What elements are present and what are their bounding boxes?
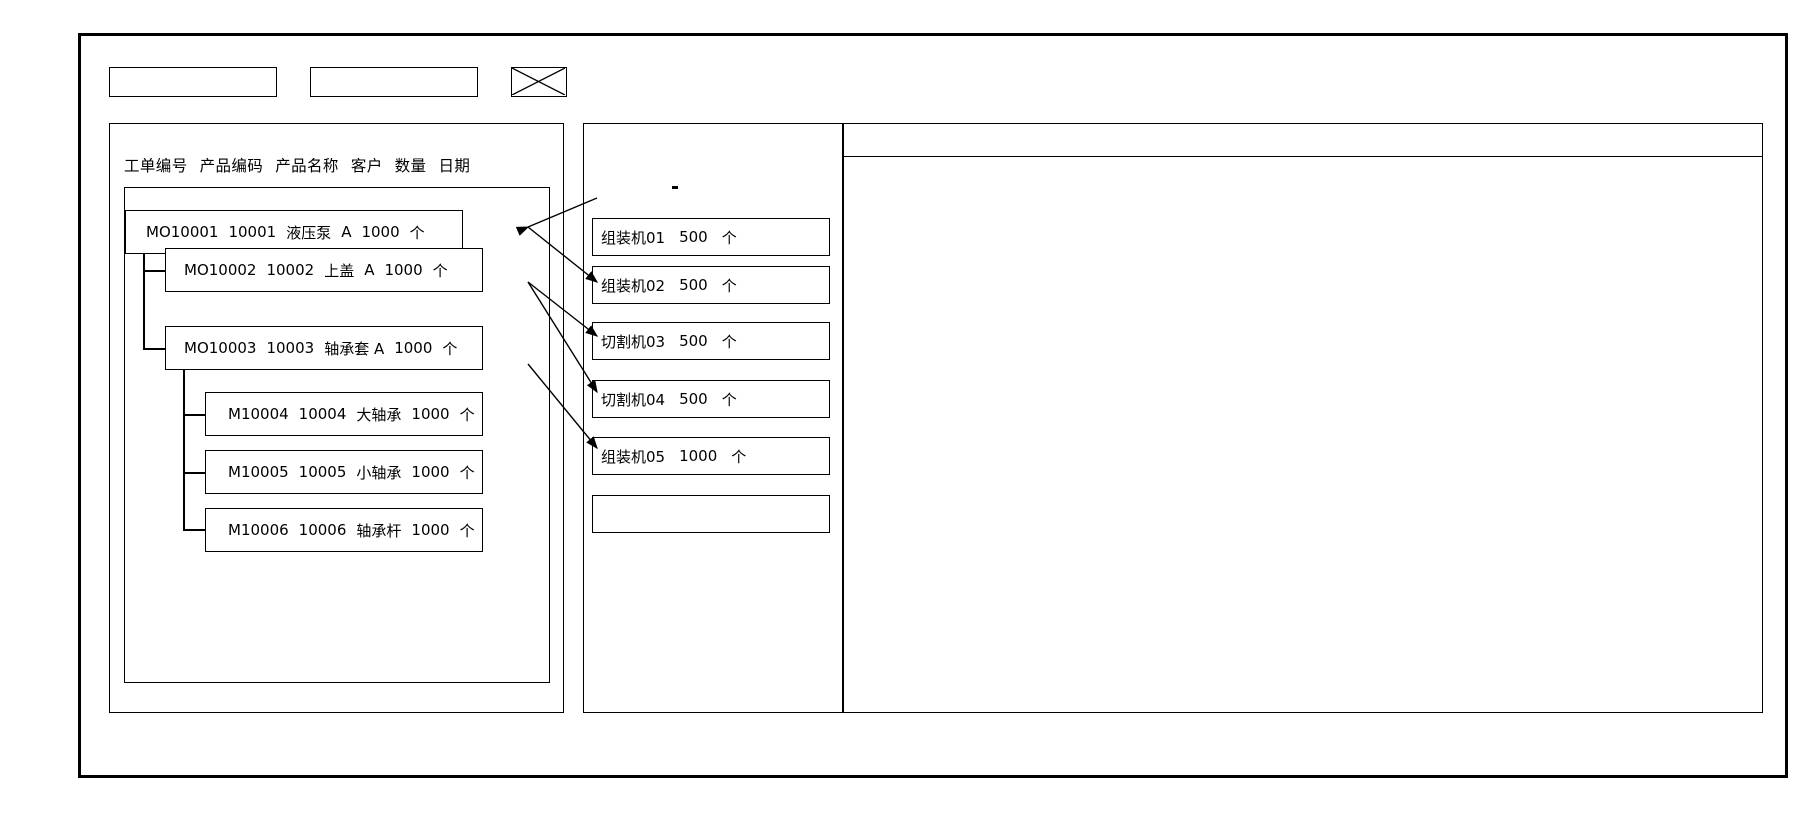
row-unit: 个 — [442, 339, 458, 358]
column-header-product-name: 产品名称 — [275, 157, 339, 175]
machine-unit: 个 — [721, 276, 737, 295]
machine-row[interactable]: 切割机03 500 个 — [592, 322, 830, 360]
row-unit: 个 — [459, 463, 475, 482]
row-product-code: 10002 — [266, 261, 315, 279]
row-unit: 个 — [459, 405, 475, 424]
row-order-no: MO10002 — [184, 261, 257, 279]
machine-row[interactable]: 组装机01 500 个 — [592, 218, 830, 256]
row-order-no: MO10001 — [146, 223, 219, 241]
machine-row[interactable]: 切割机04 500 个 — [592, 380, 830, 418]
row-product-code: 10006 — [298, 521, 347, 539]
machine-name: 组装机05 — [601, 447, 666, 466]
row-unit: 个 — [409, 223, 425, 242]
row-product-code: 10004 — [298, 405, 347, 423]
machine-unit: 个 — [721, 228, 737, 247]
row-quantity: 1000 — [384, 261, 423, 279]
image-placeholder-icon[interactable] — [511, 67, 567, 97]
toolbar — [109, 67, 567, 97]
machine-row-empty[interactable] — [592, 495, 830, 533]
workorder-row[interactable]: MO10003 10003 轴承套 A 1000 个 — [165, 326, 483, 370]
dot-marker — [672, 186, 678, 189]
row-quantity: 1000 — [411, 521, 450, 539]
tree-connector-line — [183, 529, 205, 531]
workorder-panel: 工单编号 产品编码 产品名称 客户 数量 日期 MO10001 10001 液压… — [109, 123, 564, 713]
row-quantity: 1000 — [361, 223, 400, 241]
row-customer: A — [364, 261, 375, 279]
detail-panel — [843, 123, 1763, 713]
workorder-row[interactable]: MO10002 10002 上盖 A 1000 个 — [165, 248, 483, 292]
toolbar-input-1[interactable] — [109, 67, 277, 97]
row-quantity: 1000 — [394, 339, 433, 357]
row-product-code: 10001 — [228, 223, 277, 241]
row-product-name: 小轴承 — [356, 463, 402, 482]
row-order-no: M10005 — [228, 463, 289, 481]
row-order-no: MO10003 — [184, 339, 257, 357]
column-header-product-code: 产品编码 — [199, 157, 264, 175]
machine-name: 切割机04 — [601, 390, 666, 409]
row-quantity: 1000 — [411, 405, 450, 423]
row-product-code: 10003 — [266, 339, 315, 357]
row-product-name: 轴承杆 — [356, 521, 402, 540]
workorder-row[interactable]: MO10001 10001 液压泵 A 1000 个 — [125, 210, 463, 254]
machine-unit: 个 — [731, 447, 747, 466]
column-header-date: 日期 — [438, 157, 471, 175]
machine-quantity: 500 — [679, 390, 708, 408]
tree-connector-line — [183, 414, 205, 416]
machine-quantity: 500 — [679, 332, 708, 350]
machine-name: 组装机01 — [601, 228, 666, 247]
machine-row[interactable]: 组装机05 1000 个 — [592, 437, 830, 475]
machine-unit: 个 — [721, 332, 737, 351]
row-unit: 个 — [432, 261, 448, 280]
tree-connector-line — [143, 348, 165, 350]
machine-name: 切割机03 — [601, 332, 666, 351]
machine-dispatch-panel: 组装机01 500 个 组装机02 500 个 切割机03 500 个 切割机0… — [583, 123, 843, 713]
workorder-row[interactable]: M10004 10004 大轴承 1000 个 — [205, 392, 483, 436]
column-header-order-no: 工单编号 — [124, 157, 188, 175]
row-product-name: 大轴承 — [356, 405, 402, 424]
row-product-name: 上盖 — [324, 261, 355, 280]
workorder-row[interactable]: M10005 10005 小轴承 1000 个 — [205, 450, 483, 494]
machine-quantity: 500 — [679, 276, 708, 294]
machine-quantity: 1000 — [679, 447, 718, 465]
row-unit: 个 — [459, 521, 475, 540]
detail-panel-body — [844, 157, 1762, 712]
detail-panel-header — [844, 124, 1762, 157]
machine-quantity: 500 — [679, 228, 708, 246]
tree-connector-line — [143, 270, 165, 272]
column-header-quantity: 数量 — [394, 157, 427, 175]
tree-connector-line — [183, 472, 205, 474]
tree-connector-line — [183, 370, 185, 530]
workorder-column-headers: 工单编号 产品编码 产品名称 客户 数量 日期 — [110, 154, 563, 176]
row-quantity: 1000 — [411, 463, 450, 481]
row-order-no: M10006 — [228, 521, 289, 539]
toolbar-input-2[interactable] — [310, 67, 478, 97]
machine-row[interactable]: 组装机02 500 个 — [592, 266, 830, 304]
app-window: 工单编号 产品编码 产品名称 客户 数量 日期 MO10001 10001 液压… — [78, 33, 1788, 778]
workorder-row[interactable]: M10006 10006 轴承杆 1000 个 — [205, 508, 483, 552]
column-header-customer: 客户 — [350, 157, 383, 175]
machine-name: 组装机02 — [601, 276, 666, 295]
workorder-tree-frame: MO10001 10001 液压泵 A 1000 个 MO10002 10002… — [124, 187, 550, 683]
row-customer: A — [341, 223, 352, 241]
tree-connector-line — [143, 232, 145, 350]
machine-unit: 个 — [721, 390, 737, 409]
row-product-code: 10005 — [298, 463, 347, 481]
row-order-no: M10004 — [228, 405, 289, 423]
row-product-name: 轴承套 A — [324, 339, 385, 358]
row-product-name: 液压泵 — [286, 223, 332, 242]
